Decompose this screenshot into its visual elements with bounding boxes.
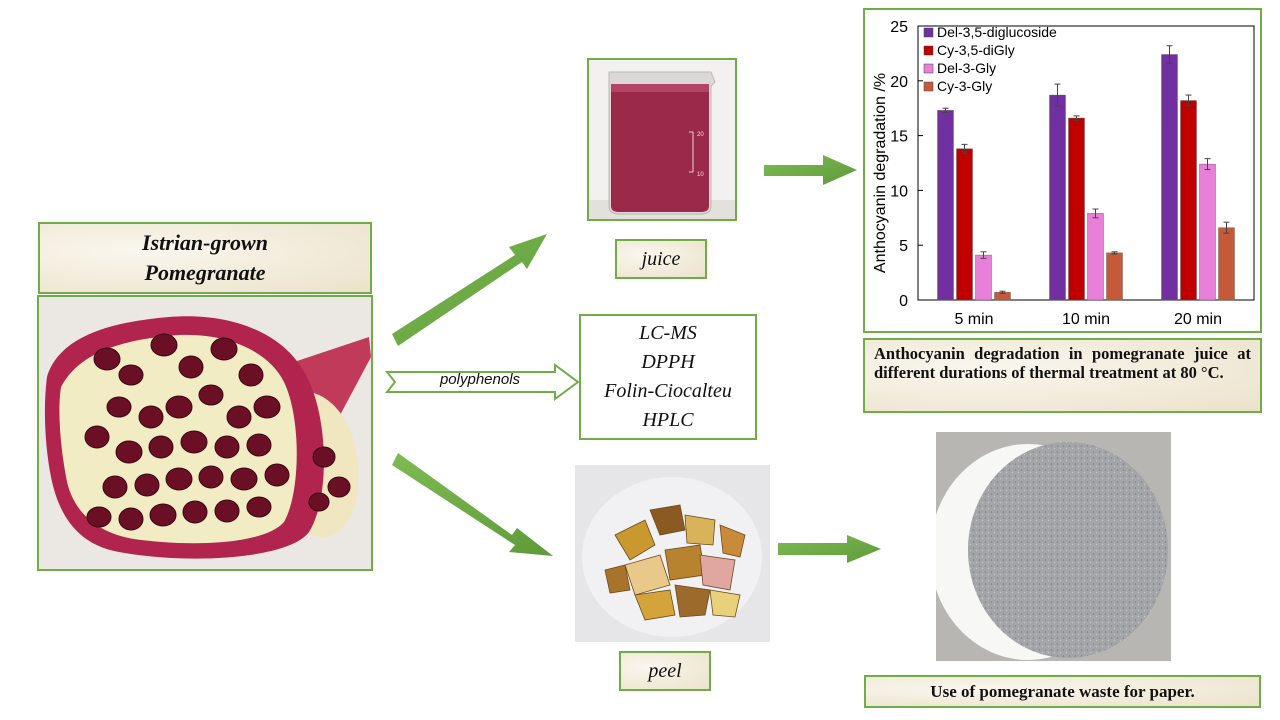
- arrow-to-juice: [392, 234, 547, 346]
- peel-label-box: peel: [619, 651, 711, 691]
- bar: [1087, 213, 1104, 301]
- pomegranate-photo: [37, 295, 373, 571]
- paper-caption: Use of pomegranate waste for paper.: [864, 675, 1261, 708]
- paper-photo: [936, 432, 1171, 661]
- arrow-juice-to-chart: [764, 155, 857, 185]
- y-axis-label: Anthocyanin degradation /%: [872, 73, 889, 273]
- method-lc-ms: LC-MS: [639, 322, 697, 344]
- x-tick-label: 10 min: [1062, 311, 1110, 328]
- y-tick-label: 5: [899, 238, 908, 255]
- arrow-to-peel: [392, 453, 553, 556]
- pomegranate-title-line1: Istrian-grown: [142, 230, 268, 255]
- y-tick-label: 0: [899, 293, 908, 310]
- pomegranate-title-box: Istrian-grown Pomegranate: [38, 222, 372, 294]
- paper-caption-text: Use of pomegranate waste for paper.: [930, 681, 1195, 701]
- peel-photo: [575, 465, 770, 642]
- legend-swatch: [923, 27, 934, 38]
- beaker-illustration: 20 10: [589, 60, 735, 219]
- chart-caption: Anthocyanin degradation in pomegranate j…: [863, 338, 1262, 413]
- juice-label: juice: [641, 247, 681, 270]
- legend-swatch: [923, 81, 934, 92]
- peel-label: peel: [648, 659, 682, 682]
- method-folin-ciocalteu: Folin-Ciocalteu: [604, 380, 732, 402]
- bar: [1180, 100, 1197, 301]
- methods-box: LC-MS DPPH Folin-Ciocalteu HPLC: [579, 314, 757, 440]
- legend-swatch: [923, 63, 934, 74]
- bar: [1218, 227, 1235, 301]
- arrow-peel-to-paper: [778, 535, 881, 563]
- y-tick-label: 25: [890, 19, 908, 36]
- legend-label: Cy-3,5-diGly: [937, 42, 1015, 58]
- polyphenols-arrow: [384, 363, 580, 401]
- legend-label: Cy-3-Gly: [937, 78, 992, 94]
- bar: [975, 254, 992, 301]
- x-tick-label: 5 min: [954, 311, 993, 328]
- beaker-mark-10: 10: [697, 172, 704, 178]
- bar: [1106, 252, 1123, 301]
- bar: [956, 148, 973, 301]
- bar: [1049, 94, 1066, 301]
- polyphenols-label: polyphenols: [439, 371, 521, 388]
- legend-swatch: [923, 45, 934, 56]
- method-dpph: DPPH: [641, 351, 695, 373]
- bar: [1199, 163, 1216, 301]
- bar: [1161, 54, 1178, 301]
- bar: [937, 110, 954, 301]
- y-tick-label: 15: [890, 129, 908, 146]
- bar: [1068, 117, 1085, 301]
- legend-label: Del-3-Gly: [937, 60, 996, 76]
- pomegranate-illustration: [39, 297, 371, 569]
- juice-photo: 20 10: [587, 58, 737, 221]
- plot-area: [917, 25, 1255, 301]
- legend-label: Del-3,5-diglucoside: [937, 24, 1057, 40]
- method-hplc: HPLC: [642, 409, 694, 431]
- y-tick-label: 20: [890, 74, 908, 91]
- y-tick-label: 10: [890, 183, 908, 200]
- beaker-mark-20: 20: [697, 132, 704, 138]
- peel-illustration: [575, 465, 770, 642]
- juice-label-box: juice: [615, 239, 707, 279]
- x-tick-label: 20 min: [1174, 311, 1222, 328]
- pomegranate-title-line2: Pomegranate: [144, 260, 266, 285]
- paper-illustration: [936, 432, 1171, 661]
